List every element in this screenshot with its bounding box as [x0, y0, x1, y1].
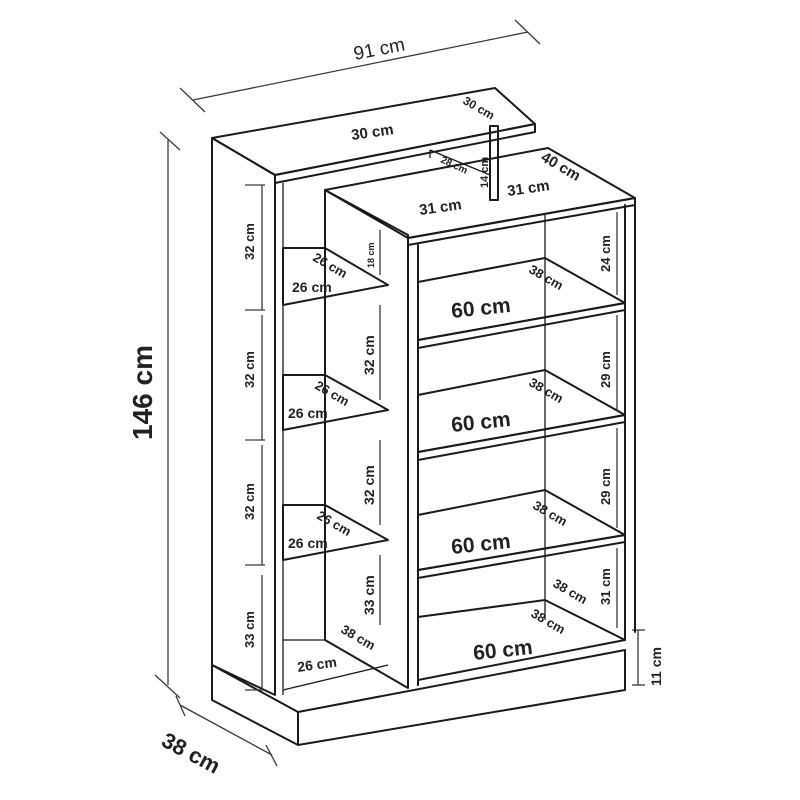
label-right-shelf-w2: 60 cm [450, 408, 512, 437]
label-left-h4: 33 cm [242, 611, 257, 648]
right-shelf-4 [417, 599, 626, 681]
label-mid-h3: 32 cm [361, 465, 377, 505]
left-shelf-2 [282, 374, 389, 431]
label-right-h1: 24 cm [598, 235, 613, 272]
label-width-total: 91 cm [352, 34, 407, 64]
left-shelf-1 [282, 247, 389, 306]
label-height-total: 146 cm [127, 345, 158, 440]
label-left-bottom-d: 38 cm [339, 622, 378, 653]
right-shelf-2 [417, 369, 626, 453]
plinth-front [297, 649, 626, 746]
label-right-h3: 29 cm [598, 468, 613, 505]
top-divider [429, 125, 499, 201]
label-left-shelf-d1: 26 cm [311, 250, 350, 281]
label-right-width-a: 31 cm [418, 196, 462, 219]
middle-divider-panel [324, 189, 409, 689]
overall-height-dimension [154, 131, 181, 699]
label-right-shelf-d4: 38 cm [551, 576, 590, 607]
label-top-width: 30 cm [350, 121, 394, 144]
plinth-height-dimension [632, 629, 645, 686]
label-right-h2: 29 cm [598, 351, 613, 388]
label-right-shelf-d5: 38 cm [529, 606, 568, 637]
label-divider-depth: 28 cm [439, 155, 469, 177]
plinth-left [211, 664, 299, 746]
label-right-shelf-w1: 60 cm [450, 294, 512, 323]
label-left-shelf-w3: 26 cm [288, 535, 328, 551]
label-depth-total: 38 cm [158, 727, 225, 778]
label-plinth-h: 11 cm [648, 647, 664, 686]
label-left-bottom-w: 26 cm [296, 654, 338, 675]
label-left-shelf-w1: 26 cm [292, 279, 332, 295]
label-divider-height: 14 cm [479, 157, 491, 188]
label-left-h3: 32 cm [242, 483, 257, 520]
label-mid-h2: 32 cm [361, 335, 377, 375]
label-right-h4: 31 cm [598, 568, 613, 605]
label-right-width-b: 31 cm [506, 177, 550, 200]
label-right-shelf-w4: 60 cm [472, 636, 534, 665]
right-shelf-3 [417, 489, 626, 571]
right-shelf-1 [417, 257, 626, 341]
label-left-shelf-w2: 26 cm [288, 405, 328, 421]
labels: 91 cm 146 cm 38 cm 30 cm 30 cm 28 cm 14 … [127, 34, 664, 778]
label-right-shelf-d3: 38 cm [531, 498, 570, 529]
label-right-shelf-w3: 60 cm [450, 530, 512, 559]
overall-depth-dimension [175, 695, 278, 767]
label-top-depth: 30 cm [461, 93, 497, 122]
overall-width-dimension [179, 19, 541, 113]
label-left-h2: 32 cm [242, 351, 257, 388]
label-left-h1: 32 cm [242, 223, 257, 260]
left-shelf-3 [282, 504, 389, 561]
label-mid-h1: 18 cm [366, 242, 376, 268]
label-mid-h4: 33 cm [361, 575, 377, 615]
top-board-front [274, 123, 536, 184]
right-section [297, 147, 636, 746]
